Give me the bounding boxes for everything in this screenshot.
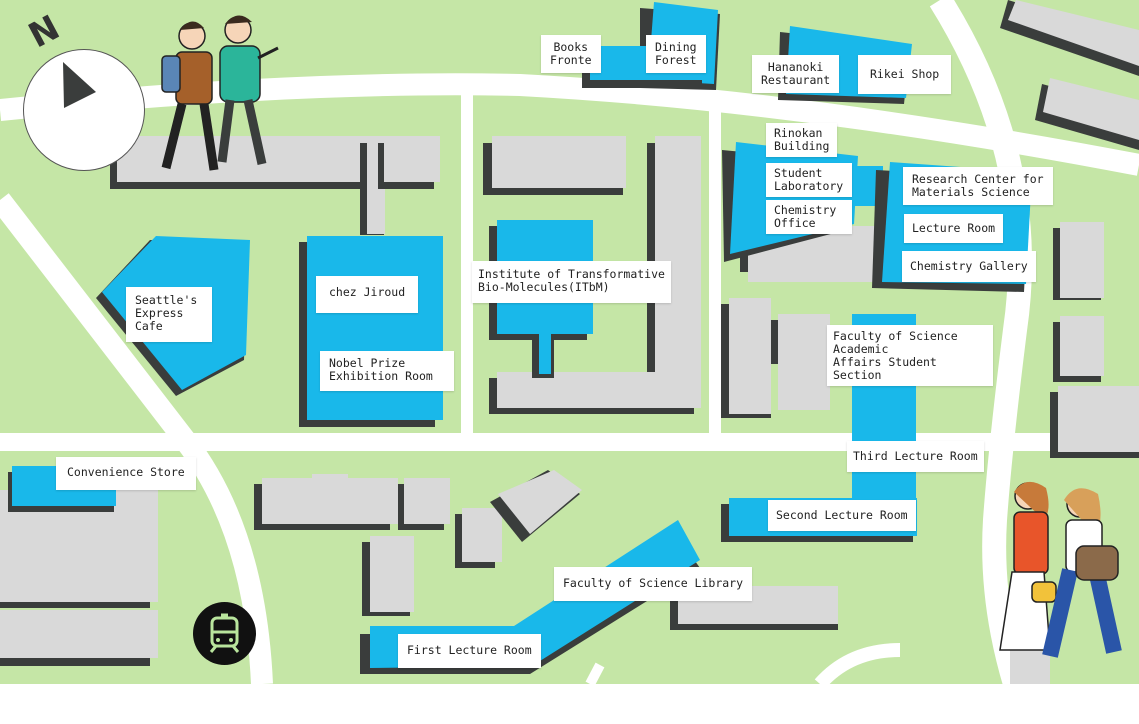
label-seattles-express-cafe[interactable]: Seattle's Express Cafe (126, 287, 212, 342)
label-faculty-science-library[interactable]: Faculty of Science Library (554, 567, 753, 601)
label-chemistry-office[interactable]: Chemistry Office (766, 200, 852, 234)
students-illustration (161, 15, 279, 171)
label-third-lecture-room[interactable]: Third Lecture Room (847, 441, 984, 472)
label-research-center[interactable]: Research Center for Materials Science (903, 167, 1053, 205)
label-chemistry-gallery[interactable]: Chemistry Gallery (902, 251, 1036, 282)
buildings (0, 0, 1139, 684)
label-chez-jiroud[interactable]: chez Jiroud (316, 276, 419, 313)
label-books-fronte[interactable]: Books Fronte (541, 35, 601, 73)
label-second-lecture-room[interactable]: Second Lecture Room (768, 500, 916, 531)
label-nobel-prize-exhibition[interactable]: Nobel Prize Exhibition Room (320, 351, 454, 391)
label-hananoki-restaurant[interactable]: Hananoki Restaurant (752, 55, 840, 93)
label-faculty-science-academic-affairs[interactable]: Faculty of Science Academic Affairs Stud… (827, 325, 993, 386)
shoppers-illustration (999, 481, 1122, 658)
label-student-laboratory[interactable]: Student Laboratory (766, 163, 852, 197)
label-dining-forest[interactable]: Dining Forest (646, 35, 706, 73)
label-lecture-room[interactable]: Lecture Room (904, 214, 1004, 243)
compass-arrow-icon (63, 62, 96, 108)
label-convenience-store[interactable]: Convenience Store (56, 457, 196, 490)
train-icon[interactable] (193, 602, 256, 665)
label-rinokan-building[interactable]: Rinokan Building (766, 123, 838, 157)
compass (23, 49, 145, 171)
label-itbm[interactable]: Institute of Transformative Bio-Molecule… (472, 261, 671, 303)
label-first-lecture-room[interactable]: First Lecture Room (398, 634, 541, 668)
label-rikei-shop[interactable]: Rikei Shop (858, 55, 952, 94)
